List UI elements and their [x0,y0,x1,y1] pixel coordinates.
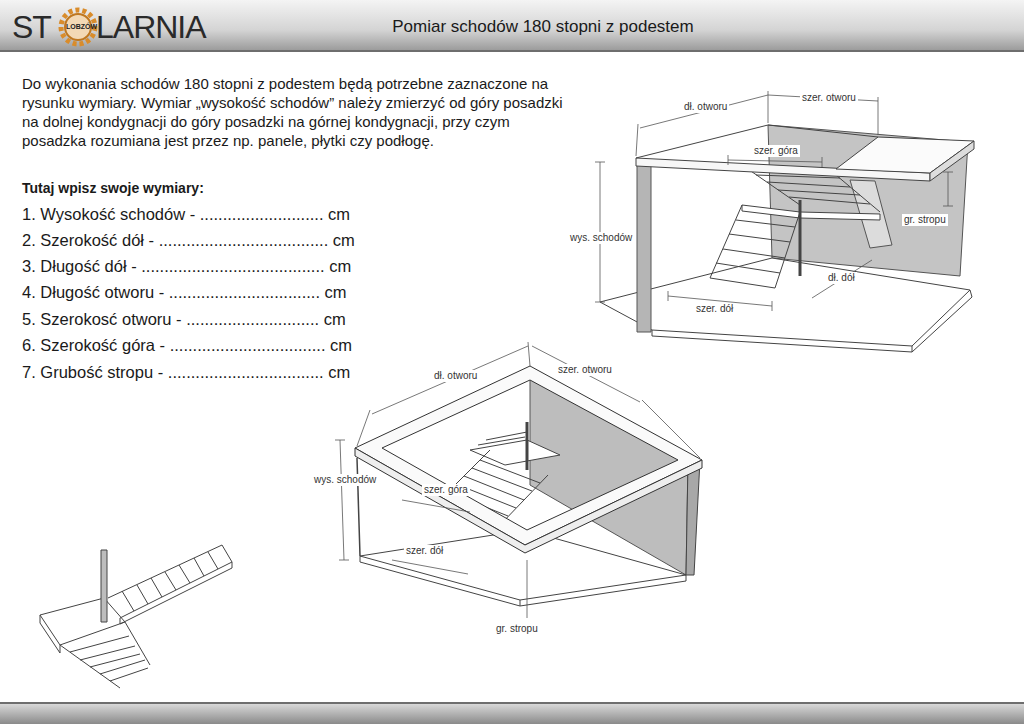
newel-post [799,200,802,276]
wall-edge [637,160,651,332]
room-illustration-top [595,91,974,352]
side-wall [686,460,700,575]
dimension-label: szer. dół [694,303,735,315]
landing [742,205,880,220]
dimension-label: wys. schodów [312,474,378,486]
dimension-label: szer. góra [422,484,470,496]
dimension-label: szer. otworu [800,92,858,104]
lower-flight [60,622,150,688]
page-title: Pomiar schodów 180 stopni z podestem [300,17,786,37]
dimension-label: dł. dół [826,272,857,284]
lower-flight [478,432,527,445]
form-field: 1. Wysokość schodów - ..................… [22,205,350,224]
dimension-label: wys. schodów [568,232,634,244]
logo-text: ST [12,9,51,46]
logo-text: LARNIA [96,9,206,46]
room-illustration-bottom [335,342,702,618]
header-rule [0,50,1024,52]
footer-bar [0,704,1024,724]
dimension-label: szer. otworu [556,364,614,376]
form-field: 4. Długość otworu - ....................… [22,283,347,302]
form-field: 3. Długość dół - .......................… [22,257,351,276]
dimension-label: gr. stropu [494,623,540,635]
dimension-label: gr. stropu [902,214,948,226]
opening-edge [636,125,878,158]
lower-flight [710,205,800,288]
form-field: 7. Grubość stropu - ....................… [22,363,350,382]
dimension-label: dł. otworu [682,101,729,113]
slab [355,366,702,545]
instruction-text: Do wykonania schodów 180 stopni z podest… [22,74,572,150]
dimension-label: szer. góra [752,145,800,157]
footer-rule [0,702,1024,704]
newel-post [101,550,107,622]
dimension-label: dł. otworu [432,370,479,382]
form-heading: Tutaj wpisz swoje wymiary: [22,180,204,196]
dimension-lines [335,342,700,618]
dimension-lines [595,91,953,311]
form-field: 6. Szerokość góra - ....................… [22,336,352,355]
dimension-label: szer. dół [404,545,445,557]
landing-edge [40,615,60,653]
slab-side [930,141,974,181]
landing [40,598,125,645]
slab-right [836,137,974,173]
floor [600,258,970,346]
header-bar [0,0,1024,50]
form-field: 2. Szerokość dół - .....................… [22,231,355,250]
upper-flight [108,545,232,624]
logo-subtext: LOBZÓW [66,23,97,31]
newel-post [526,422,529,470]
wall-edge [357,458,360,556]
staircase-sketch [40,545,232,688]
form-field: 5. Szerokosć otworu - ..................… [22,310,346,329]
